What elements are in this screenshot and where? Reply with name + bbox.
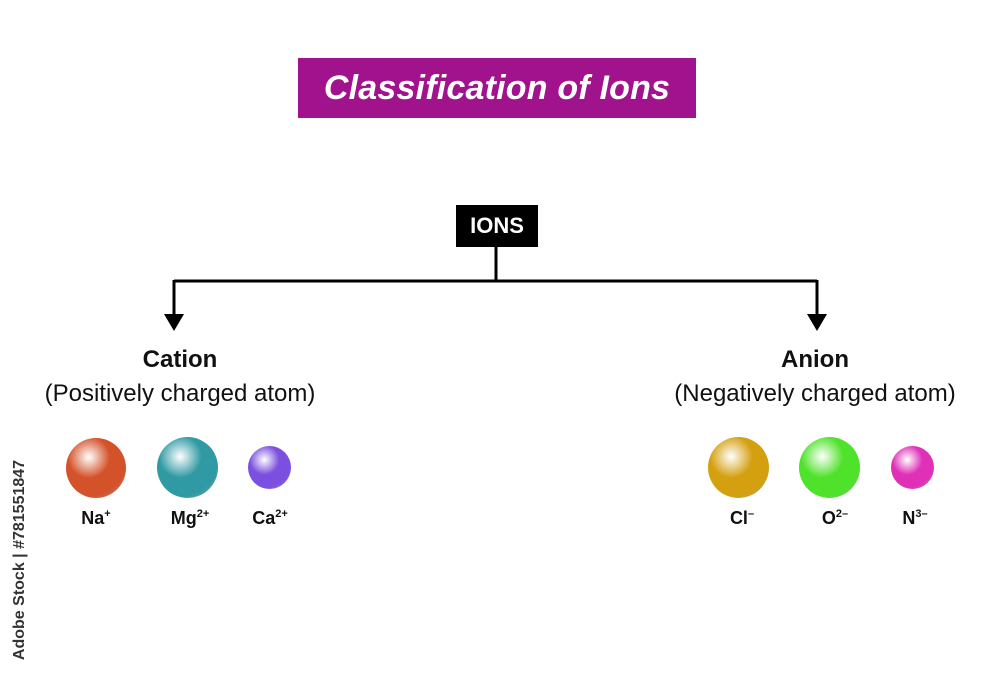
ion-charge: 2+ — [196, 508, 210, 520]
ion-symbol: O — [821, 508, 836, 528]
ion-charge: 2+ — [275, 508, 288, 520]
calcium-ion-sphere — [248, 446, 291, 489]
anion-branch: Anion (Negatively charged atom) — [630, 343, 1000, 410]
stock-id-text: Adobe Stock | #781551847 — [11, 459, 28, 661]
magnesium-ion-sphere — [157, 437, 218, 498]
ion-symbol: Ca — [252, 508, 276, 528]
magnesium-ion-label: Mg2+ — [150, 508, 230, 529]
ion-symbol: Cl — [729, 508, 748, 528]
calcium-ion-label: Ca2+ — [230, 508, 310, 529]
oxide-ion-label: O2– — [795, 508, 875, 529]
ion-charge: 3– — [915, 508, 928, 520]
nitride-ion-label: N3– — [875, 508, 955, 529]
ion-charge: – — [747, 508, 755, 520]
root-node: IONS — [456, 205, 538, 247]
anion-arrowhead — [807, 314, 827, 331]
sodium-ion-sphere — [66, 438, 126, 498]
title-banner: Classification of Ions — [298, 58, 696, 118]
chloride-ion-label: Cl– — [702, 508, 782, 529]
anion-subtitle: (Negatively charged atom) — [674, 379, 956, 407]
anion-title: Anion — [781, 346, 849, 373]
nitride-ion-sphere — [891, 446, 934, 489]
oxide-ion-sphere — [799, 437, 860, 498]
cation-branch: Cation (Positively charged atom) — [0, 343, 360, 410]
stock-watermark-id: Adobe Stock | #781551847 — [10, 450, 30, 670]
ion-symbol: Mg — [170, 508, 197, 528]
cation-subtitle: (Positively charged atom) — [44, 379, 316, 407]
root-label: IONS — [470, 213, 524, 238]
ion-charge: 2– — [835, 508, 849, 520]
cation-arrowhead — [164, 314, 184, 331]
chloride-ion-sphere — [708, 437, 769, 498]
ion-charge: + — [104, 508, 111, 520]
ion-symbol: N — [902, 508, 916, 528]
diagram-title: Classification of Ions — [323, 68, 671, 107]
sodium-ion-label: Na+ — [56, 508, 136, 529]
cation-title: Cation — [142, 346, 218, 373]
ion-symbol: Na — [81, 508, 105, 528]
